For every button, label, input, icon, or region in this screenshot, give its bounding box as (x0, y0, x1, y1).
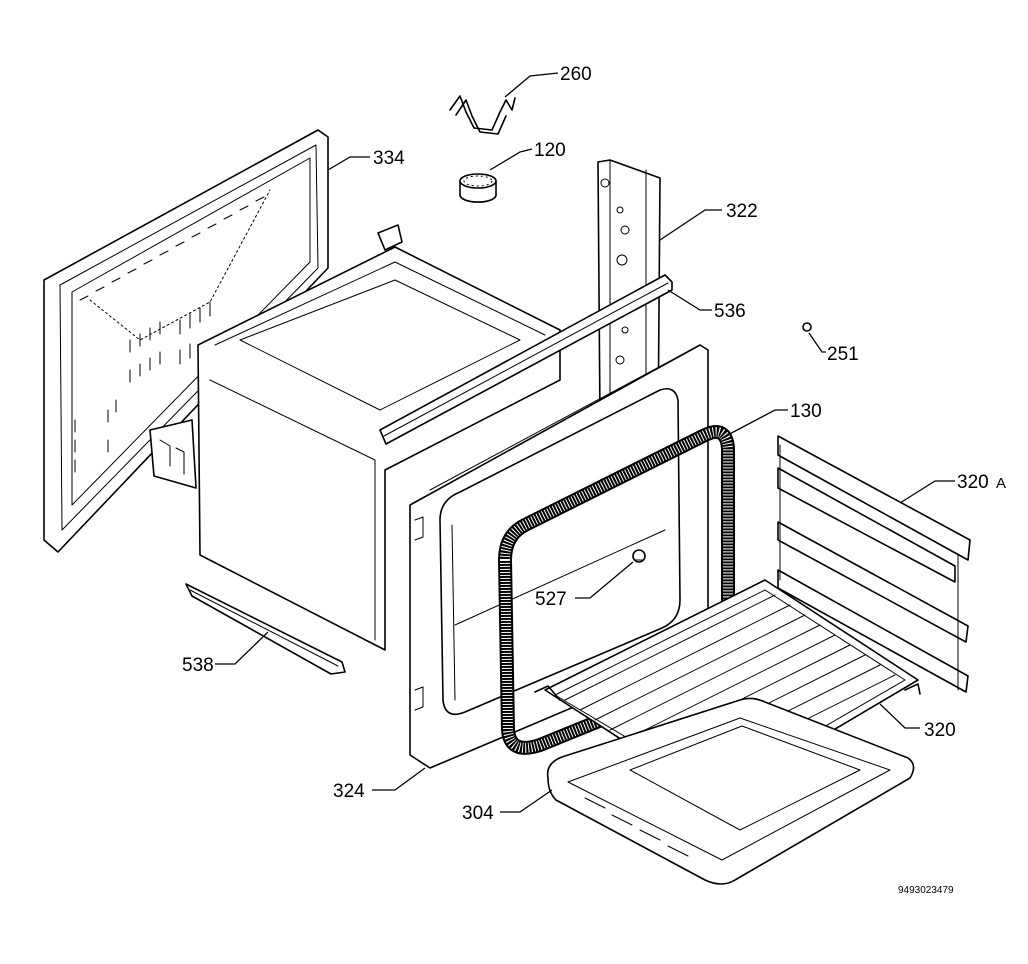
baking-tray-304 (546, 697, 915, 885)
label-538: 538 (182, 655, 214, 676)
label-527: 527 (535, 589, 567, 610)
label-130: 130 (790, 401, 822, 422)
top-strip-536 (379, 274, 673, 445)
wire-clip-260 (449, 95, 516, 135)
label-536: 536 (714, 301, 746, 322)
label-251: 251 (827, 344, 859, 365)
label-260: 260 (560, 64, 592, 85)
label-304: 304 (462, 803, 494, 824)
drawing-code: 9493023479 (898, 885, 954, 896)
oven-cavity (149, 224, 561, 651)
screw-251 (802, 322, 812, 332)
filter-120 (459, 173, 497, 203)
label-120: 120 (534, 140, 566, 161)
label-320: 320 (924, 720, 956, 741)
back-panel-334 (43, 129, 329, 553)
side-rack-320a (777, 435, 971, 693)
label-322: 322 (726, 201, 758, 222)
label-334: 334 (373, 148, 405, 169)
side-rail-538 (185, 583, 346, 675)
leader-lines (215, 72, 955, 813)
label-320a: 320 (957, 472, 989, 493)
lamp-527 (632, 549, 646, 563)
label-320a-suffix: A (996, 475, 1006, 492)
label-324: 324 (333, 781, 365, 802)
